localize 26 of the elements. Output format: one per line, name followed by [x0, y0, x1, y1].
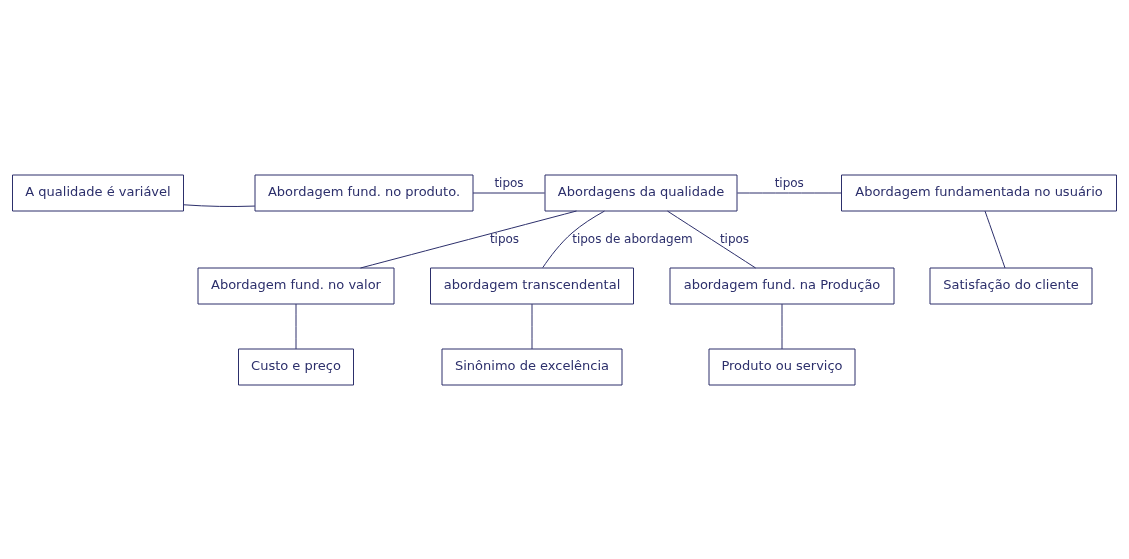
connector [736, 192, 842, 193]
node-box: Abordagem fundamentada no usuário [841, 174, 1117, 211]
node-box: Abordagem fund. no produto. [254, 174, 474, 211]
connector [542, 210, 605, 268]
edge-label: tipos [494, 175, 524, 190]
edge-label: tipos [719, 231, 750, 246]
node-box: Satisfação do cliente [929, 267, 1093, 304]
connector [295, 303, 297, 349]
node-box: Produto ou serviço [708, 348, 856, 385]
edge-label: tipos [489, 231, 520, 246]
connector [984, 210, 1006, 268]
connector [781, 303, 783, 349]
connector [667, 210, 757, 268]
node-box: Sinônimo de excelência [441, 348, 623, 385]
node-box: Abordagem fund. no valor [197, 267, 395, 304]
node-box: abordagem transcendental [430, 267, 634, 304]
connector [531, 303, 533, 349]
node-box: Custo e preço [238, 348, 354, 385]
edge-label: tipos de abordagem [572, 231, 693, 246]
node-box: abordagem fund. na Produção [669, 267, 895, 304]
node-box: A qualidade é variável [12, 174, 184, 211]
connector [183, 203, 256, 207]
node-box: Abordagens da qualidade [544, 174, 738, 211]
connector [359, 210, 577, 268]
connector [472, 192, 546, 193]
edge-label: tipos [774, 175, 804, 190]
